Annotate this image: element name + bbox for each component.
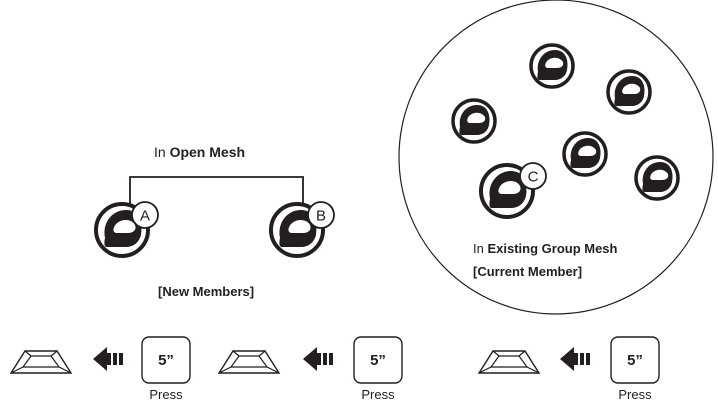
button-icon: 5” bbox=[353, 336, 403, 384]
new-members-caption: [New Members] bbox=[158, 284, 255, 299]
step-2-press-label: Press bbox=[361, 387, 395, 402]
device-icon bbox=[478, 350, 540, 374]
step-1-button-label: 5” bbox=[158, 352, 174, 369]
step-3: 5” bbox=[478, 336, 660, 384]
group-mesh-title: In Existing Group Mesh bbox=[473, 240, 617, 257]
open-mesh-prefix: In bbox=[154, 144, 170, 160]
arrow-left-icon bbox=[303, 347, 333, 371]
arrow-left-icon bbox=[560, 347, 590, 371]
step-1: 5” bbox=[10, 336, 191, 384]
helmet-icon bbox=[451, 98, 497, 144]
helmet-icon bbox=[562, 131, 608, 177]
step-3-press-label: Press bbox=[618, 387, 652, 402]
member-label-c: C bbox=[528, 169, 539, 186]
group-mesh-circle bbox=[398, 0, 714, 315]
helmet-icon bbox=[606, 69, 652, 115]
device-icon bbox=[10, 350, 72, 374]
member-badge-b: B bbox=[307, 201, 335, 229]
step-2: 5” bbox=[218, 336, 403, 384]
member-badge-c: C bbox=[519, 162, 547, 190]
group-mesh-prefix: In bbox=[473, 241, 488, 256]
member-badge-a: A bbox=[131, 201, 159, 229]
step-2-button-label: 5” bbox=[370, 352, 386, 369]
member-label-b: B bbox=[316, 208, 326, 225]
group-mesh-name: Existing Group Mesh bbox=[487, 241, 618, 256]
step-3-button-label: 5” bbox=[627, 352, 643, 369]
member-label-a: A bbox=[140, 208, 150, 225]
helmet-icon bbox=[529, 43, 575, 89]
open-mesh-bracket bbox=[129, 176, 304, 206]
device-icon bbox=[218, 350, 280, 374]
open-mesh-name: Open Mesh bbox=[169, 144, 246, 160]
open-mesh-title: In Open Mesh bbox=[154, 144, 245, 161]
button-icon: 5” bbox=[610, 336, 660, 384]
current-member-caption: [Current Member] bbox=[473, 264, 583, 279]
helmet-icon bbox=[634, 155, 680, 201]
step-1-press-label: Press bbox=[149, 387, 183, 402]
arrow-left-icon bbox=[93, 347, 123, 371]
button-icon: 5” bbox=[141, 336, 191, 384]
